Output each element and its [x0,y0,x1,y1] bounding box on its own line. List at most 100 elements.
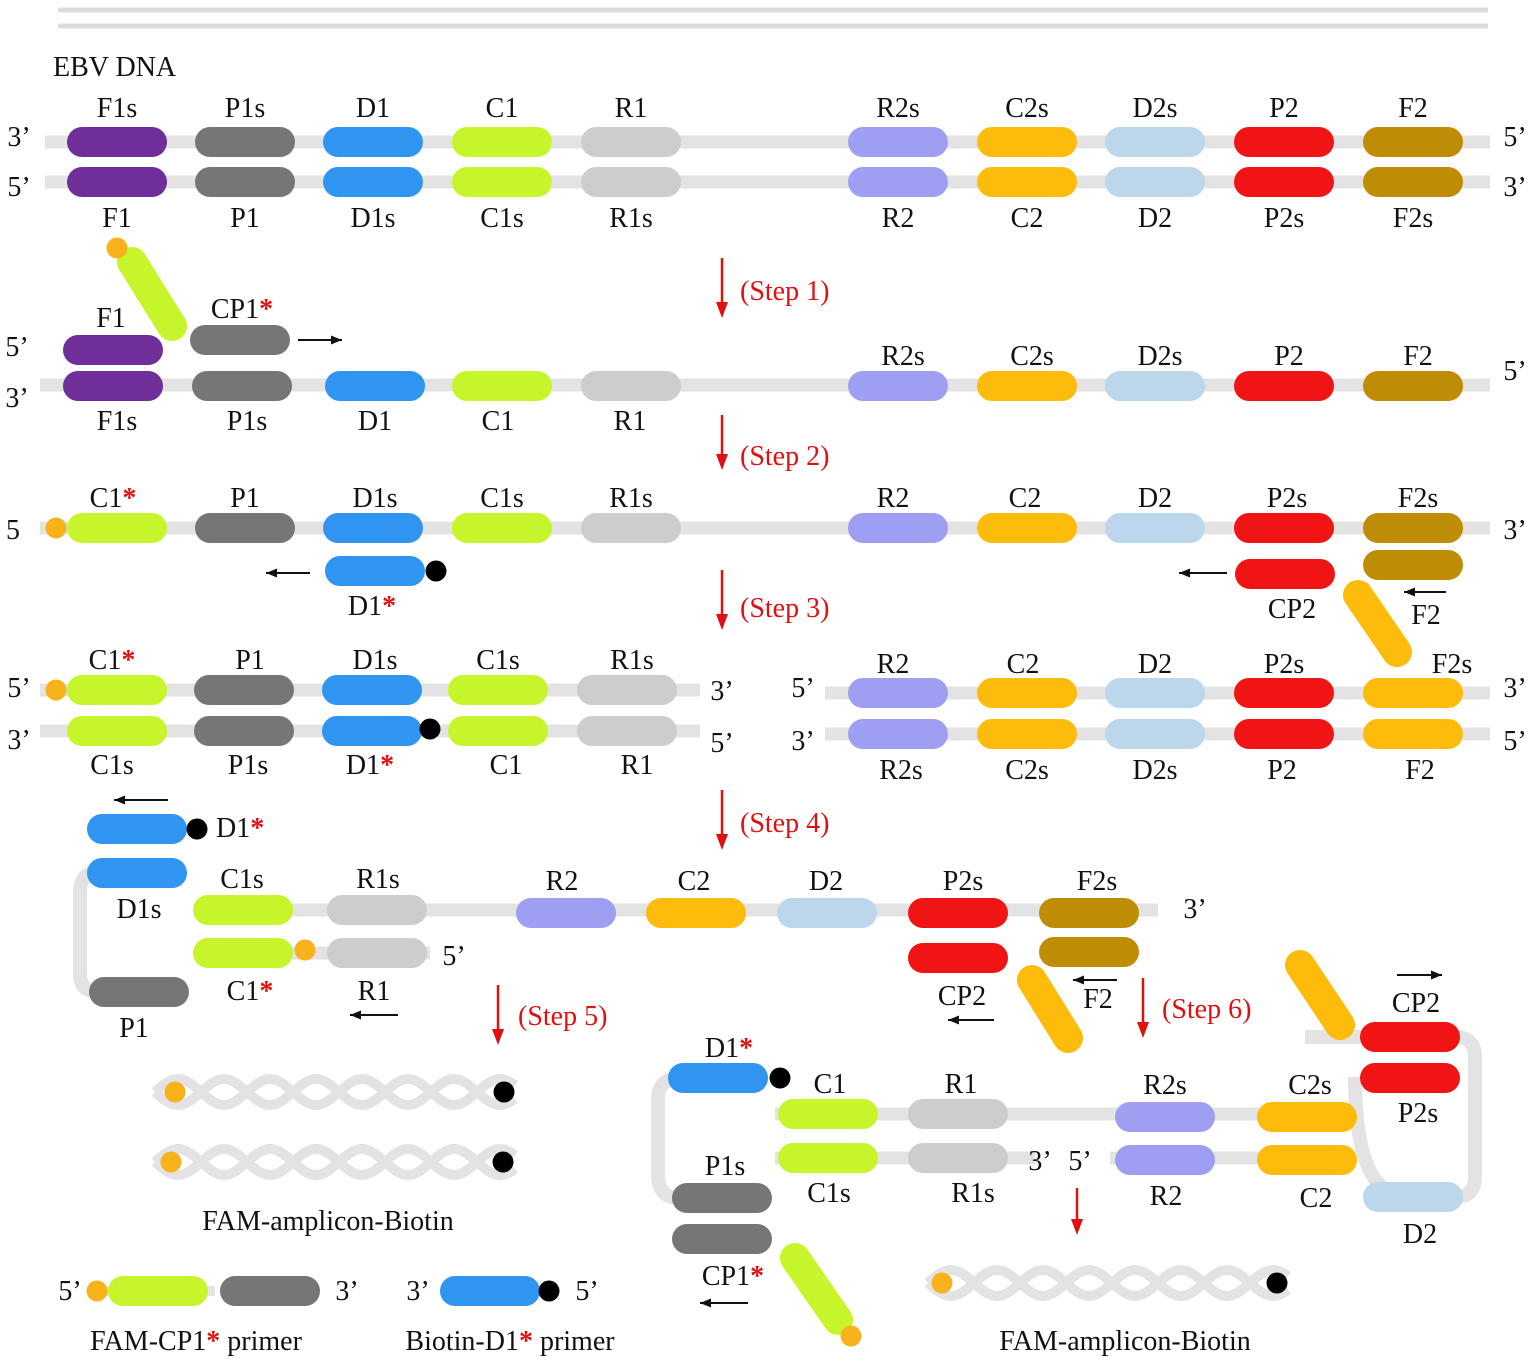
amplicon-left-1-strand-a [151,1074,518,1110]
segment-label: D2 [1403,1219,1437,1250]
biotin-label-dot [492,1151,514,1173]
end-label: 5’ [575,1276,598,1307]
segment-label: R2 [882,203,915,234]
segment-bottom [452,167,552,197]
end-label: 3’ [7,725,30,756]
legend-label: Biotin-D1* primer [405,1326,615,1357]
label-text: R2 [877,483,910,514]
segment-bottom [448,716,548,746]
end-label: 5’ [791,673,814,704]
segment-C1s [193,895,293,925]
segment-label: D1* [346,750,394,781]
segment-top [322,675,422,705]
star-mark: * [519,1326,533,1357]
label-text: P2 [1274,341,1304,372]
segment-label: P2 [1274,341,1304,372]
segment-label: D1s [352,645,397,676]
star-mark: * [259,294,273,325]
legend-label: FAM-CP1* primer [90,1326,302,1357]
segment-bottom [848,719,948,749]
label-text: D1 [348,591,382,622]
label-text: (Step 2) [740,441,829,472]
step-arrow-head [716,614,728,630]
primer-F2 [1363,550,1463,580]
label-text: Biotin-D1 [405,1326,519,1357]
segment-label: R1 [945,1069,978,1100]
label-text: C1 [227,976,260,1007]
extension-arrow-head [1179,568,1190,578]
extension-arrow-head [350,1010,361,1020]
label-text: D2 [1403,1219,1437,1250]
label-text: F2 [1403,341,1433,372]
label-text: CP1 [211,294,259,325]
legend-cp1-p1 [220,1276,320,1306]
segment-R1 [327,938,427,968]
segment-label: D2 [1138,649,1172,680]
primer-CP2 [1360,1022,1460,1052]
end-label: 5’ [1503,122,1526,153]
segment-bottom [1234,719,1334,749]
label-text: P1s [225,93,265,124]
extension-arrow-head [114,795,125,805]
segment-bottom [1363,167,1463,197]
segment-label: C2 [678,866,711,897]
segment-top [323,127,423,157]
end-label: 3’ [335,1276,358,1307]
primer-F1 [63,335,163,365]
label-text: C2s [1010,341,1054,372]
segment-top [194,675,294,705]
segment-top [577,675,677,705]
label-text: R1s [951,1178,995,1209]
segment-label: R1s [951,1178,995,1209]
label-text: F2s [1398,483,1438,514]
segment-label: D1 [358,406,392,437]
segment-top [448,675,548,705]
extension-arrow-head [700,1298,711,1308]
segment-C2 [1257,1145,1357,1175]
segment-bottom [325,371,425,401]
label-text: R1 [621,750,654,781]
segment-top [1363,127,1463,157]
label-suffix: primer [533,1326,615,1357]
segment-label: D2s [1132,755,1177,786]
label-text: D1s [352,645,397,676]
segment-label: R2 [546,866,579,897]
segment-bottom [67,716,167,746]
segment-label: C1 [482,406,515,437]
segment-top [1363,678,1463,708]
segment-label: P1s [227,406,267,437]
segment-bottom [1105,719,1205,749]
label-text: R1s [609,203,653,234]
segment-label: C1 [814,1069,847,1100]
end-label: 3’ [791,726,814,757]
segment-top [195,127,295,157]
segment-label: R2s [879,755,923,786]
segment-label: P1s [705,1151,745,1182]
end-label: 3’ [7,122,30,153]
label-text: FAM-amplicon-Biotin [999,1326,1250,1357]
label-text: D1s [116,894,161,925]
segment-label: R1s [610,645,654,676]
segment-F1s [63,371,163,401]
biotin-label-dot [493,1081,515,1103]
primer-D1 [87,814,187,844]
segment-label: C1s [476,645,520,676]
label-text: C1s [476,645,520,676]
label-text: C2 [678,866,711,897]
label-text: P2s [943,866,983,897]
label-text: F2s [1077,866,1117,897]
label-text: C2s [1005,93,1049,124]
segment-label: R2 [1150,1181,1183,1212]
label-text: P2s [1398,1098,1438,1129]
segment-label: P2s [1267,483,1307,514]
step-arrow-head [716,834,728,850]
label-text: F1s [97,406,137,437]
label-text: C1 [814,1069,847,1100]
loop-strand-right-inner [1348,1076,1409,1204]
label-text: 3’ [1503,515,1526,546]
end-label: 3’ [1183,894,1206,925]
label-text: D2s [1132,755,1177,786]
segment-label: P1 [230,203,260,234]
label-text: D1 [705,1033,739,1064]
primer-CP2 [1235,559,1335,589]
